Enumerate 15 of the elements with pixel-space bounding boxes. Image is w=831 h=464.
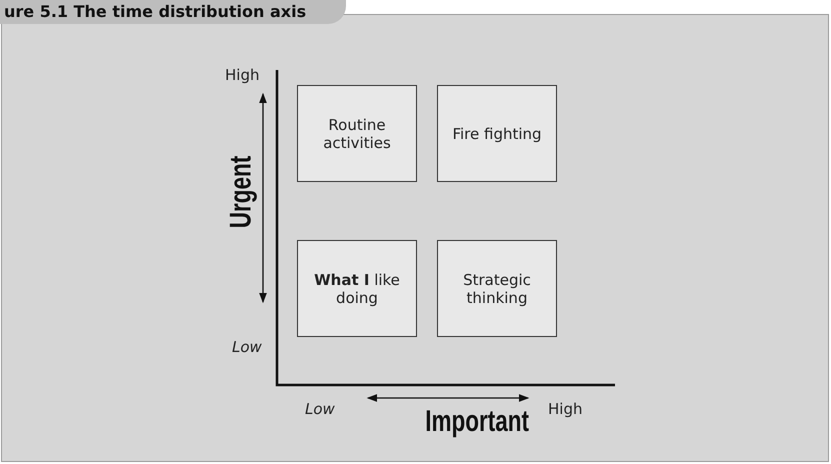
quadrant-label: Fire fighting	[451, 124, 543, 142]
quadrant-box	[437, 85, 557, 182]
quadrant-label: What I like doing	[313, 270, 401, 306]
axis-title: Urgent	[224, 156, 258, 228]
axis-label: Low	[232, 338, 262, 356]
quadrant-label: Routine activities	[322, 116, 392, 152]
quadrant-box	[297, 85, 417, 182]
figure-title: ure 5.1 The time distribution axis	[0, 0, 346, 24]
quadrant-box	[297, 240, 417, 337]
axis-label: High	[225, 66, 260, 84]
axis-label: Low	[305, 400, 335, 418]
quadrant-label: Strategic thinking	[462, 270, 532, 306]
axis-label: High	[548, 400, 582, 418]
quadrant-box	[437, 240, 557, 337]
axis-title: Important	[425, 405, 530, 439]
